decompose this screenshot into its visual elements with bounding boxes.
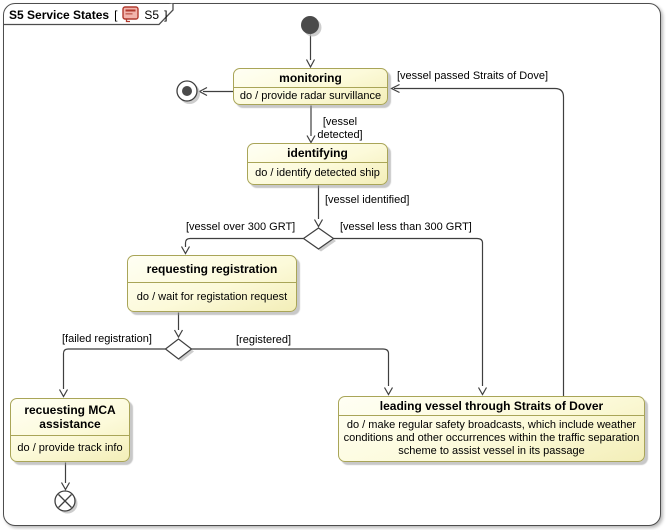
- terminate-node[interactable]: [54, 490, 78, 514]
- guard-vessel-less-300[interactable]: [vessel less than 300 GRT]: [340, 221, 472, 233]
- state-requesting-mca-activity: do / provide track info: [17, 442, 123, 455]
- transition-choice-to-requesting-registration[interactable]: [180, 237, 304, 255]
- guard-failed-registration[interactable]: [failed registration]: [62, 333, 152, 345]
- state-identifying[interactable]: identifying do / identify detected ship: [247, 143, 388, 185]
- transition-leading-to-monitoring[interactable]: [390, 83, 565, 397]
- transition-identifying-to-choice[interactable]: [313, 185, 324, 228]
- state-leading-vessel[interactable]: leading vessel through Straits of Dover …: [338, 396, 645, 462]
- choice-pseudostate-2[interactable]: [164, 338, 195, 362]
- state-monitoring-activity: do / provide radar survillance: [239, 89, 382, 102]
- transition-monitoring-to-identifying[interactable]: [306, 105, 316, 144]
- guard-registered[interactable]: [registered]: [236, 334, 292, 346]
- state-requesting-mca-title: recuesting MCA assistance: [11, 399, 129, 437]
- state-requesting-registration[interactable]: requesting registration do / wait for re…: [127, 255, 297, 312]
- transition-choice-to-leading[interactable]: [333, 237, 488, 396]
- choice-pseudostate-1[interactable]: [302, 227, 337, 252]
- transition-initial-to-monitoring[interactable]: [305, 34, 316, 69]
- transition-choice2-to-mca[interactable]: [58, 348, 166, 398]
- final-state-node[interactable]: [176, 80, 200, 104]
- ref-bracket-close: ]: [164, 7, 168, 22]
- guard-vessel-over-300[interactable]: [vessel over 300 GRT]: [186, 221, 296, 233]
- guard-vessel-identified[interactable]: [vessel identified]: [325, 194, 410, 206]
- diagram-ref-label: S5: [144, 7, 160, 22]
- diagram-title: S5 Service States: [9, 7, 110, 22]
- transition-mca-to-terminate[interactable]: [60, 462, 71, 491]
- guard-vessel-passed[interactable]: [vessel passed Straits of Dove]: [397, 70, 549, 82]
- transition-choice2-to-leading[interactable]: [191, 348, 394, 396]
- state-monitoring-title: monitoring: [234, 69, 387, 89]
- initial-state-node[interactable]: [301, 16, 322, 37]
- state-machine-diagram-icon: [122, 6, 140, 23]
- state-requesting-mca-assistance[interactable]: recuesting MCA assistance do / provide t…: [10, 398, 130, 462]
- state-requesting-registration-title: requesting registration: [128, 256, 296, 284]
- state-identifying-activity: do / identify detected ship: [255, 167, 380, 180]
- state-monitoring[interactable]: monitoring do / provide radar survillanc…: [233, 68, 388, 105]
- transition-monitoring-to-final[interactable]: [198, 86, 234, 97]
- guard-vessel-detected[interactable]: [vessel detected]: [317, 116, 363, 141]
- ref-bracket-open: [: [114, 7, 118, 22]
- state-leading-vessel-title: leading vessel through Straits of Dover: [339, 397, 644, 417]
- state-identifying-title: identifying: [248, 144, 387, 164]
- state-leading-vessel-activity: do / make regular safety broadcasts, whi…: [343, 419, 640, 458]
- diagram-tab[interactable]: S5 Service States [ S5 ]: [9, 6, 167, 23]
- state-requesting-registration-activity: do / wait for registation request: [136, 290, 288, 303]
- transition-requesting-to-choice2[interactable]: [173, 312, 184, 339]
